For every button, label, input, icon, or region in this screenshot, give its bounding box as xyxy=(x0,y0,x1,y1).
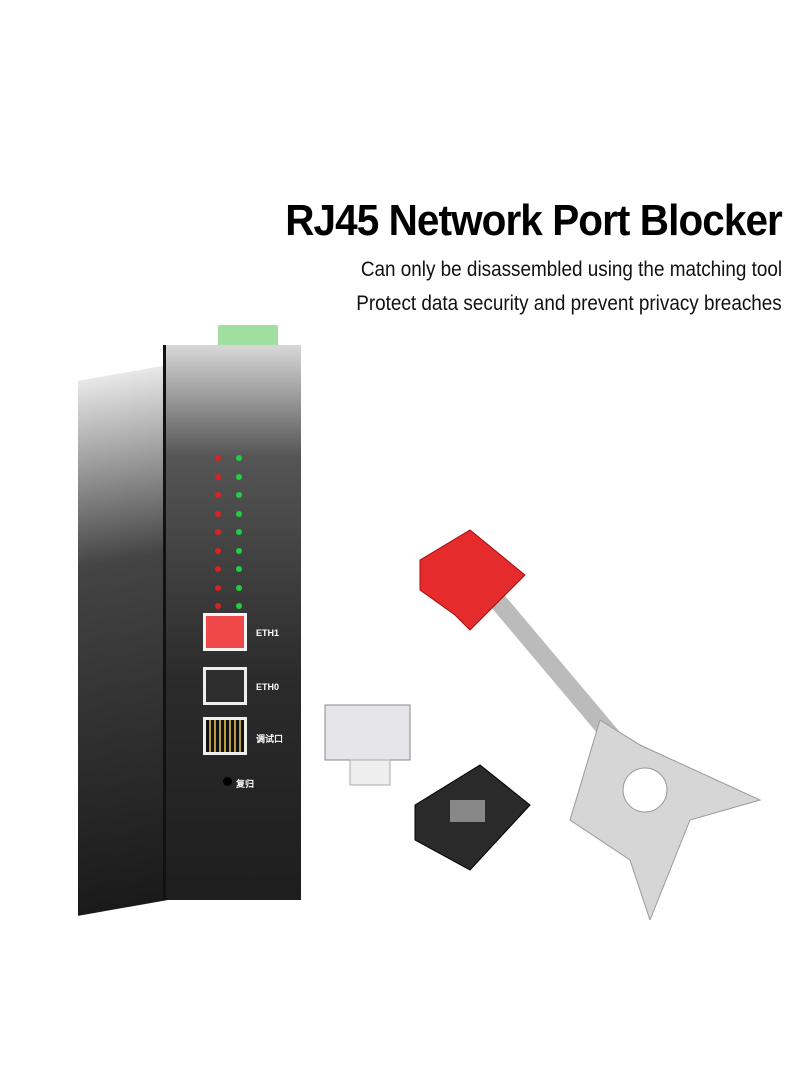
status-led-left xyxy=(215,603,221,609)
status-led-right xyxy=(236,584,242,591)
status-led-left xyxy=(215,529,221,535)
status-led-right xyxy=(236,547,242,554)
clear-blocker xyxy=(324,704,411,786)
status-led-left xyxy=(215,492,221,498)
key-handle xyxy=(569,719,762,920)
accessories-illustration xyxy=(324,529,762,920)
page-title: RJ45 Network Port Blocker xyxy=(285,196,783,245)
status-led-right xyxy=(236,603,242,609)
status-led-left xyxy=(215,510,221,517)
status-led-right xyxy=(236,455,242,461)
status-led-left xyxy=(215,547,221,554)
clear-blocker-body xyxy=(324,704,411,761)
status-led-right xyxy=(236,566,242,572)
reset-label: 复归 xyxy=(236,779,255,789)
black-blocker xyxy=(414,764,531,871)
status-led-left xyxy=(215,584,221,591)
terminal-block xyxy=(218,325,278,347)
key-hole xyxy=(622,767,668,813)
status-led-left xyxy=(215,566,221,572)
network-switch-device: ETH1 ETH0 调试口 复归 xyxy=(78,325,301,916)
key-tool xyxy=(419,529,762,920)
device-heatsink xyxy=(78,365,168,916)
status-led-right xyxy=(236,510,242,517)
port-eth0-blocked xyxy=(203,667,247,705)
subtitle-line-2: Protect data security and prevent privac… xyxy=(356,292,782,315)
port-label-eth1: ETH1 xyxy=(256,628,280,638)
status-led-right xyxy=(236,492,242,498)
status-led-left xyxy=(215,455,221,461)
reset-button-icon xyxy=(223,777,232,786)
port-label-eth0: ETH0 xyxy=(256,682,280,692)
port-debug xyxy=(203,717,247,755)
subtitle-line-1: Can only be disassembled using the match… xyxy=(360,258,782,281)
status-led-right xyxy=(236,473,242,480)
status-led-right xyxy=(236,529,242,535)
key-red-head xyxy=(419,529,526,631)
port-eth1-blocked xyxy=(203,613,247,651)
status-led-left xyxy=(215,473,221,480)
port-label-debug: 调试口 xyxy=(256,734,284,744)
